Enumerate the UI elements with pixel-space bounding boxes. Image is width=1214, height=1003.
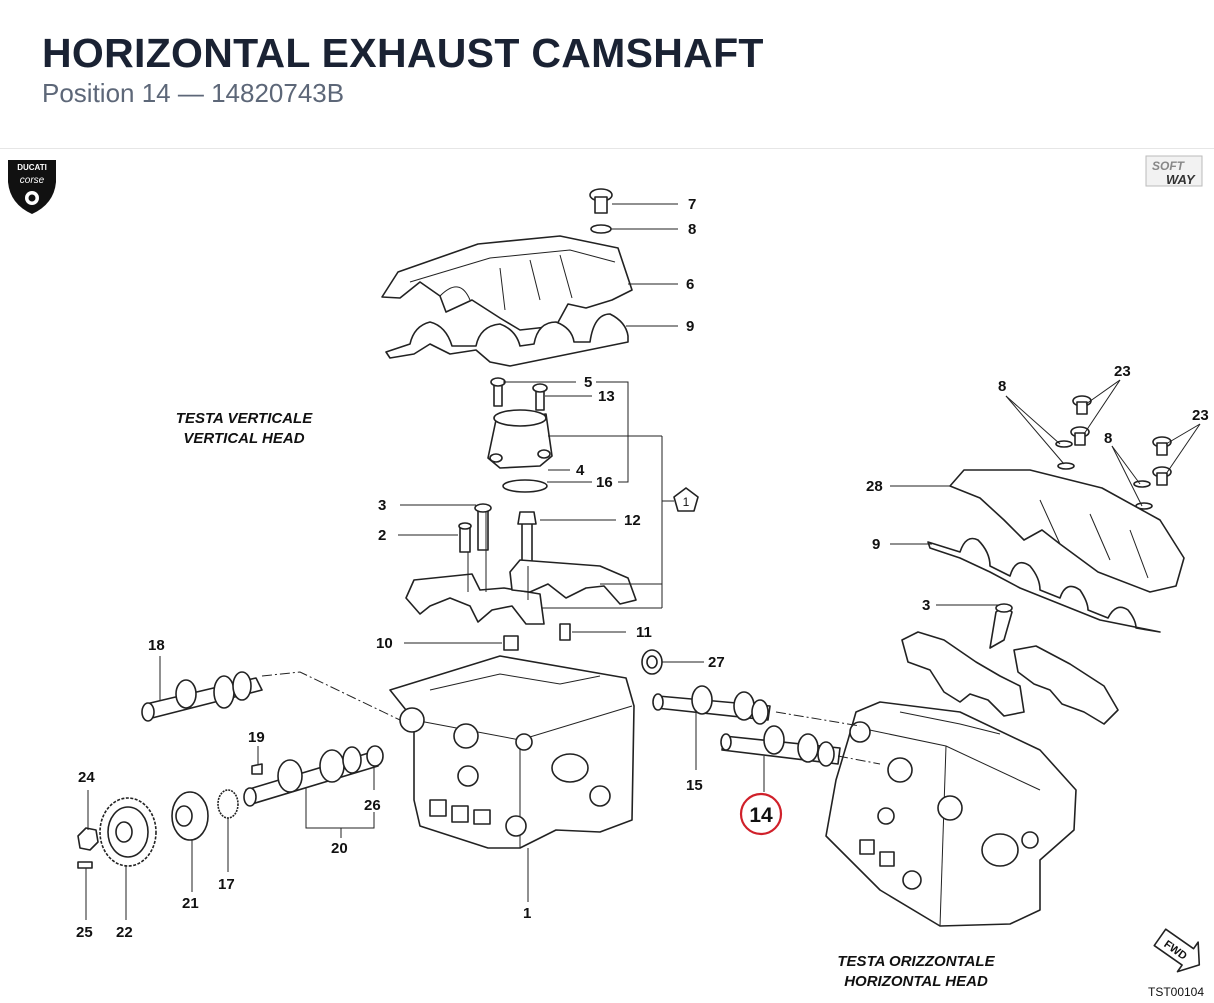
- logo-text-line-2: corse: [20, 175, 45, 186]
- callout: 26: [364, 797, 381, 814]
- callout: 6: [686, 276, 694, 293]
- cover-screw: [1070, 395, 1092, 446]
- washer: [1057, 462, 1075, 470]
- cover-screw: [589, 188, 613, 214]
- woodruff-key: [251, 763, 263, 775]
- bolt: [989, 603, 1013, 649]
- callout: 19: [248, 729, 265, 746]
- washer: [1133, 480, 1151, 488]
- leader-lines: [85, 203, 1201, 920]
- softway-text-line-1: SOFT: [1152, 159, 1186, 173]
- vertical-head-caption-en: VERTICAL HEAD: [183, 430, 304, 447]
- logo-text-line-1: DUCATI: [17, 163, 47, 172]
- callout: 17: [218, 876, 235, 893]
- callout: 15: [686, 777, 703, 794]
- horizontal-head-caption-it: TESTA ORIZZONTALE: [837, 953, 995, 970]
- horizontal-exhaust-camshaft: [720, 725, 841, 767]
- forward-arrow-icon: FWD: [1153, 928, 1201, 973]
- callout: 16: [596, 474, 613, 491]
- dowel: [559, 623, 571, 641]
- horizontal-intake-camshaft: [652, 685, 771, 725]
- vertical-exhaust-camshaft: [243, 746, 379, 807]
- vertical-intake-camshaft: [141, 671, 263, 722]
- callout-labels: 7 8 6 9 5 13 4 16 3 2 12 18 10 11 27 19 …: [76, 196, 1209, 941]
- axis-line: [261, 671, 401, 721]
- timing-belt-pulley: [99, 797, 157, 867]
- callout: 24: [78, 769, 95, 786]
- callout: 7: [688, 196, 696, 213]
- page-title: HORIZONTAL EXHAUST CAMSHAFT: [42, 30, 764, 76]
- callout: 8: [1104, 430, 1112, 447]
- callout: 10: [376, 635, 393, 652]
- callout: 8: [688, 221, 696, 238]
- dowel: [503, 635, 519, 651]
- callout: 3: [378, 497, 386, 514]
- callout: 3: [922, 597, 930, 614]
- callout: 20: [331, 840, 348, 857]
- nut: [77, 827, 99, 851]
- page-subtitle: Position 14 — 14820743B: [42, 78, 345, 108]
- horizontal-valve-cover: [949, 469, 1185, 593]
- softway-text-line-2: WAY: [1166, 172, 1196, 187]
- callout: 13: [598, 388, 615, 405]
- callout: 5: [584, 374, 592, 391]
- o-ring: [502, 479, 548, 493]
- oil-housing: [487, 409, 553, 469]
- hub: [171, 791, 209, 841]
- camshaft-end-cap: [366, 745, 384, 767]
- needle-bearing: [217, 789, 239, 819]
- callout: 11: [636, 624, 652, 641]
- callout: 25: [76, 924, 93, 941]
- callout: 23: [1192, 407, 1209, 424]
- cover-screw: [1152, 436, 1172, 486]
- callout: 1: [523, 905, 531, 922]
- note-pentagon: 1: [673, 487, 699, 512]
- drawing-code: TST00104: [1148, 985, 1204, 999]
- callout: 9: [872, 536, 880, 553]
- cam-cap-right: [509, 559, 637, 605]
- washer: [1055, 440, 1073, 448]
- callout: 23: [1114, 363, 1131, 380]
- horizontal-cam-cap-right: [1013, 645, 1119, 725]
- callout: 21: [182, 895, 199, 912]
- camshaft-seal: [641, 649, 663, 675]
- horizontal-cylinder-head: [825, 701, 1077, 927]
- callout: 8: [998, 378, 1006, 395]
- callout: 9: [686, 318, 694, 335]
- highlighted-position: 14: [739, 792, 783, 836]
- valve-cover: [381, 235, 633, 331]
- bolt: [517, 511, 537, 567]
- softway-logo: SOFT WAY: [1145, 155, 1203, 187]
- vertical-cylinder-head: [389, 655, 635, 849]
- axis-line: [837, 755, 881, 765]
- highlight-ring: [739, 792, 783, 836]
- callout: 2: [378, 527, 386, 544]
- callout: 18: [148, 637, 165, 654]
- header: HORIZONTAL EXHAUST CAMSHAFT Position 14 …: [0, 0, 1214, 149]
- grub-screw: [77, 861, 93, 869]
- callout: 12: [624, 512, 641, 529]
- stud: [458, 522, 472, 553]
- bolt: [474, 503, 492, 551]
- vertical-head-caption-it: TESTA VERTICALE: [176, 410, 313, 427]
- note-number: 1: [683, 495, 690, 509]
- callout: 28: [866, 478, 883, 495]
- axis-line: [775, 711, 861, 727]
- callout: 4: [576, 462, 585, 479]
- horizontal-cam-cap-left: [901, 631, 1025, 717]
- horizontal-cover-gasket: [927, 537, 1161, 633]
- ducati-corse-logo: DUCATI corse: [8, 160, 56, 214]
- callout: 27: [708, 654, 725, 671]
- cover-gasket: [385, 313, 629, 367]
- horizontal-head-caption-en: HORIZONTAL HEAD: [844, 973, 988, 990]
- callout: 22: [116, 924, 133, 941]
- washer: [590, 224, 612, 234]
- cam-cap-left: [405, 573, 545, 625]
- highlight-number: 14: [749, 804, 773, 827]
